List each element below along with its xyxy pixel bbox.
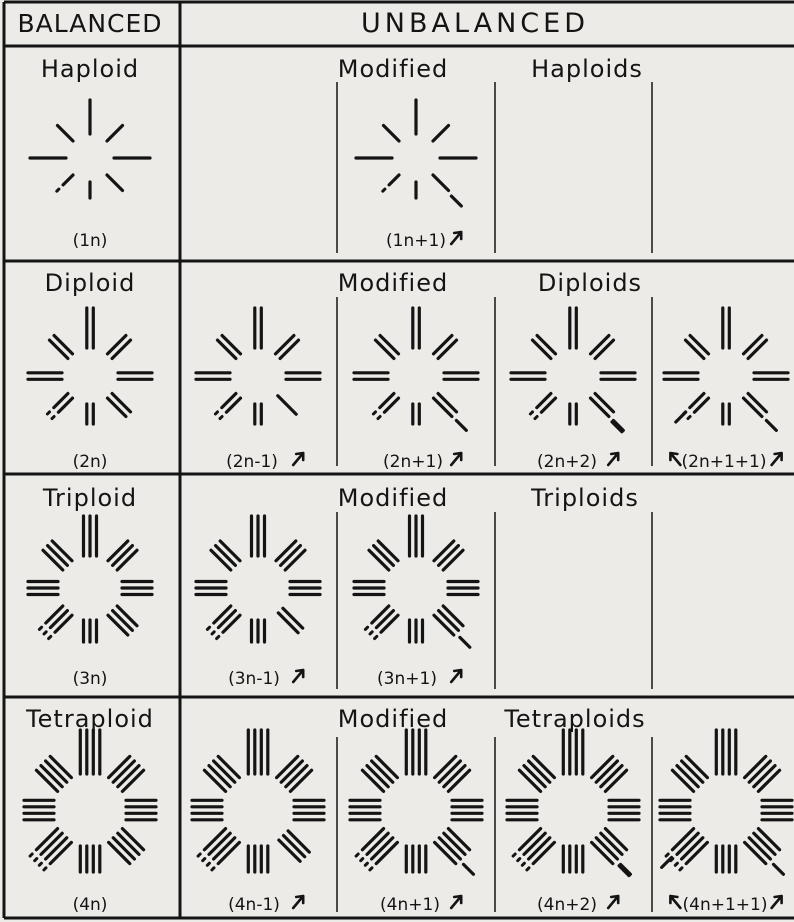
chromosome-dot [666, 854, 668, 856]
cell-label: (1n) [73, 231, 108, 251]
cell-label: (3n+1) [377, 669, 437, 689]
chromosome-dot [518, 859, 520, 861]
chromosome-dot [688, 417, 690, 419]
chromosome-dot [675, 863, 677, 865]
chromosome-dot [212, 632, 214, 634]
row-title: Diploid [45, 269, 136, 297]
chromosome-dot [207, 627, 209, 629]
chromosome-dot [370, 632, 372, 634]
chromosome-dot [375, 636, 377, 638]
chromosome-dot [212, 868, 214, 870]
cell-label: (4n+1+1) [683, 895, 768, 915]
row-title: Haploid [41, 55, 139, 83]
chromosome-dot [535, 417, 537, 419]
chromosome-dot [513, 854, 515, 856]
modified-word: Modified [338, 484, 448, 512]
cell-label: (2n+2) [537, 452, 597, 472]
cell-label: (2n-1) [226, 452, 278, 472]
chromosome-dot [57, 189, 59, 191]
cell-label: (4n+2) [537, 895, 597, 915]
balanced-header: BALANCED [17, 9, 162, 38]
chromosome-dot [220, 417, 222, 419]
chromosome-dot [44, 868, 46, 870]
chromosome-dot [49, 636, 51, 638]
cell-label: (4n-1) [228, 895, 280, 915]
row-title: Tetraploid [25, 705, 154, 733]
modified-word: Modified [338, 269, 448, 297]
chromosome-dot [356, 854, 358, 856]
chromosome-dot [365, 627, 367, 629]
cell-label: (3n-1) [228, 669, 280, 689]
chromosome-dot [522, 863, 524, 865]
row-title: Triploid [42, 484, 137, 512]
chromosome-dot [373, 412, 375, 414]
chromosome-dot [378, 417, 380, 419]
unbalanced-header: UNBALANCED [361, 8, 589, 39]
chromosome-dot [361, 859, 363, 861]
modified-group: Triploids [530, 484, 639, 512]
chromosome-dot [527, 868, 529, 870]
modified-group: Tetraploids [503, 705, 645, 733]
chromosome-dot [44, 632, 46, 634]
cell-label: (3n) [73, 669, 108, 689]
chromosome-dot [383, 189, 385, 191]
modified-word: Modified [338, 705, 448, 733]
modified-group: Diploids [538, 269, 642, 297]
chromosome-dot [39, 863, 41, 865]
chromosome-dot [39, 627, 41, 629]
chromosome-dot [47, 412, 49, 414]
chromosome-dot [52, 417, 54, 419]
cell-label: (2n+1) [383, 452, 443, 472]
cell-label: (1n+1) [386, 231, 446, 251]
chromosome-dot [530, 412, 532, 414]
cell-label: (4n) [73, 895, 108, 915]
chromosome-dot [198, 854, 200, 856]
chromosome-dot [207, 863, 209, 865]
chromosome-dot [217, 636, 219, 638]
chromosome-dot [30, 854, 32, 856]
chromosome-dot [365, 863, 367, 865]
chromosome-dot [203, 859, 205, 861]
cell-label: (4n+1) [380, 895, 440, 915]
cell-label: (2n) [73, 452, 108, 472]
chromosome-dot [370, 868, 372, 870]
chromosome-dot [215, 412, 217, 414]
chromosome-dot [35, 859, 37, 861]
cell-label: (2n+1+1) [682, 452, 767, 472]
modified-group: Haploids [531, 55, 643, 83]
modified-word: Modified [338, 55, 448, 83]
chromosome-dot [680, 868, 682, 870]
